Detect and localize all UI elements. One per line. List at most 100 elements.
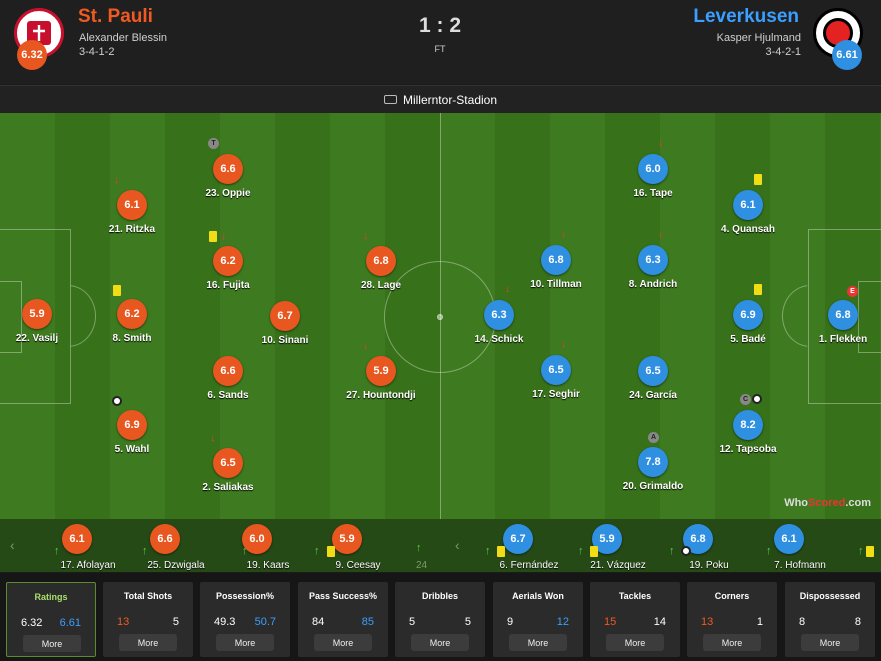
yellow-card-icon bbox=[327, 546, 335, 557]
stat-away-value: 6.61 bbox=[59, 617, 81, 629]
player-card[interactable]: 6.9 5. Wahl bbox=[70, 396, 190, 470]
player-card[interactable]: 6.7 10. Sinani bbox=[223, 301, 343, 361]
player-card[interactable]: 6.1 4. Quansah bbox=[686, 174, 806, 250]
player-card[interactable]: 6.3 14. Schick ↓ bbox=[437, 284, 557, 360]
player-card[interactable]: 5.9 27. Hountondji ↓ bbox=[319, 341, 439, 416]
stat-ratings[interactable]: Ratings 6.32 6.61 More bbox=[6, 582, 96, 657]
player-name: 1. Flekken bbox=[818, 334, 868, 345]
stat-away-value: 5 bbox=[464, 616, 471, 628]
player-name: 23. Oppie bbox=[205, 188, 251, 199]
stat-pass-success[interactable]: Pass Success% 84 85 More bbox=[298, 582, 388, 657]
player-name: 4. Quansah bbox=[721, 224, 775, 235]
stat-aerials-won[interactable]: Aerials Won 9 12 More bbox=[493, 582, 583, 657]
sub-player-card[interactable]: 6.7 ↑ 6. Fernández bbox=[481, 519, 571, 572]
more-button[interactable]: More bbox=[801, 634, 859, 651]
more-button[interactable]: More bbox=[216, 634, 274, 651]
player-rating: 6.8 bbox=[366, 246, 396, 276]
more-button[interactable]: More bbox=[606, 634, 664, 651]
stat-dispossessed[interactable]: Dispossessed 8 8 More bbox=[785, 582, 875, 657]
player-card[interactable]: 6.6 6. Sands bbox=[166, 356, 286, 416]
sub-off-arrow-icon: ↓ bbox=[114, 174, 120, 186]
stat-home-value: 8 bbox=[799, 616, 806, 628]
stat-corners[interactable]: Corners 13 1 More bbox=[687, 582, 777, 657]
match-status: FT bbox=[434, 44, 446, 54]
player-rating: 6.5 bbox=[213, 448, 243, 478]
stat-home-value: 49.3 bbox=[214, 616, 236, 628]
more-button[interactable]: More bbox=[314, 634, 372, 651]
home-team-name[interactable]: St. Pauli bbox=[78, 6, 153, 27]
match-score: 1 : 2 bbox=[418, 14, 462, 37]
player-name: 10. Tillman bbox=[530, 279, 582, 290]
more-button[interactable]: More bbox=[119, 634, 177, 651]
stat-tackles[interactable]: Tackles 15 14 More bbox=[590, 582, 680, 657]
player-card[interactable]: 6.5 17. Seghir ↓ bbox=[494, 339, 614, 415]
player-card[interactable]: 6.9 5. Badé bbox=[686, 284, 806, 360]
away-formation: 3-4-2-1 bbox=[765, 46, 801, 58]
player-card[interactable]: 6.0 16. Tape ↓ bbox=[591, 138, 711, 214]
player-name: 24. García bbox=[629, 390, 677, 401]
player-card[interactable]: 6.8 10. Tillman ↓ bbox=[494, 229, 614, 305]
stat-dribbles[interactable]: Dribbles 5 5 More bbox=[395, 582, 485, 657]
venue-bar: Millerntor-Stadion bbox=[0, 85, 881, 113]
stat-label: Dispossessed bbox=[799, 591, 861, 601]
more-button[interactable]: More bbox=[703, 634, 761, 651]
chevron-left-icon[interactable]: ‹ bbox=[455, 537, 460, 553]
player-name: 5. Wahl bbox=[114, 444, 150, 455]
away-team-rating: 6.61 bbox=[832, 40, 862, 70]
player-card[interactable]: 7.8 20. Grimaldo A bbox=[591, 432, 711, 507]
sub-off-arrow-icon: ↓ bbox=[505, 283, 511, 295]
player-name: 21. Vázquez bbox=[590, 560, 646, 571]
sub-player-card[interactable]: 5.9 ↑ 21. Vázquez bbox=[570, 519, 660, 572]
player-card[interactable]: 5.9 22. Vasilj bbox=[0, 299, 95, 359]
player-card[interactable]: 8.2 12. Tapsoba C bbox=[686, 394, 806, 470]
t-badge-icon: T bbox=[208, 138, 219, 149]
sub-player-card[interactable]: 6.0 ↑ 19. Kaars bbox=[220, 519, 310, 572]
stat-home-value: 6.32 bbox=[21, 617, 43, 629]
player-name: 2. Saliakas bbox=[202, 482, 254, 493]
sub-on-arrow-icon: ↑ bbox=[416, 542, 422, 554]
player-card[interactable]: 6.5 24. García bbox=[591, 356, 711, 416]
match-header: 6.32 St. Pauli Alexander Blessin 3-4-1-2… bbox=[0, 0, 881, 84]
yellow-card-icon bbox=[754, 174, 762, 185]
sub-player-card[interactable]: 6.6 ↑ 25. Dzwigala bbox=[128, 519, 218, 572]
away-team-name[interactable]: Leverkusen bbox=[693, 6, 799, 27]
player-rating: 6.1 bbox=[733, 190, 763, 220]
player-name: 9. Ceesay bbox=[335, 560, 381, 571]
sub-on-arrow-icon: ↑ bbox=[142, 545, 148, 557]
player-card[interactable]: 6.6 23. Oppie T bbox=[166, 138, 286, 214]
stat-label: Total Shots bbox=[123, 591, 173, 601]
player-card[interactable]: 6.3 8. Andrich ↓ bbox=[591, 229, 711, 305]
player-card[interactable]: 6.8 1. Flekken E bbox=[781, 286, 881, 360]
home-penalty-box bbox=[0, 229, 71, 404]
player-name: 16. Tape bbox=[633, 188, 673, 199]
player-name: 22. Vasilj bbox=[15, 333, 59, 344]
player-card[interactable]: 6.5 2. Saliakas ↓ bbox=[166, 433, 286, 508]
home-six-yard-box bbox=[0, 281, 22, 353]
player-card[interactable]: 6.8 28. Lage ↓ bbox=[319, 231, 439, 306]
player-rating: 6.2 bbox=[213, 246, 243, 276]
sub-off-arrow-icon: ↓ bbox=[561, 228, 567, 240]
more-button[interactable]: More bbox=[509, 634, 567, 651]
player-rating: 6.0 bbox=[242, 524, 272, 554]
player-card[interactable]: 6.1 21. Ritzka ↓ bbox=[70, 175, 190, 250]
player-name: 12. Tapsoba bbox=[719, 444, 777, 455]
sub-player-card[interactable]: 6.1 ↑ 7. Hofmann bbox=[752, 519, 842, 572]
goal-ball-icon bbox=[112, 396, 122, 406]
player-rating: 6.9 bbox=[117, 410, 147, 440]
sub-player-card[interactable]: 5.9 ↑ 9. Ceesay bbox=[310, 519, 400, 572]
more-button[interactable]: More bbox=[23, 635, 81, 652]
stat-possession[interactable]: Possession% 49.3 50.7 More bbox=[200, 582, 290, 657]
sub-player-card[interactable]: 6.8 ↑ 19. Poku bbox=[661, 519, 751, 572]
player-card[interactable]: 6.2 8. Smith bbox=[70, 285, 190, 359]
stat-total-shots[interactable]: Total Shots 13 5 More bbox=[103, 582, 193, 657]
sub-player-card[interactable]: 6.1 ↑ 17. Afolayan bbox=[40, 519, 130, 572]
stat-home-value: 5 bbox=[409, 616, 416, 628]
stat-home-value: 13 bbox=[117, 616, 130, 628]
player-card[interactable]: 6.2 16. Fujita ↓ bbox=[166, 231, 286, 306]
player-name: 25. Dzwigala bbox=[147, 560, 205, 571]
sub-off-arrow-icon: ↓ bbox=[210, 432, 216, 444]
more-button[interactable]: More bbox=[411, 634, 469, 651]
chevron-left-icon[interactable]: ‹ bbox=[10, 537, 15, 553]
player-rating: 6.7 bbox=[503, 524, 533, 554]
stat-label: Pass Success% bbox=[308, 591, 378, 601]
